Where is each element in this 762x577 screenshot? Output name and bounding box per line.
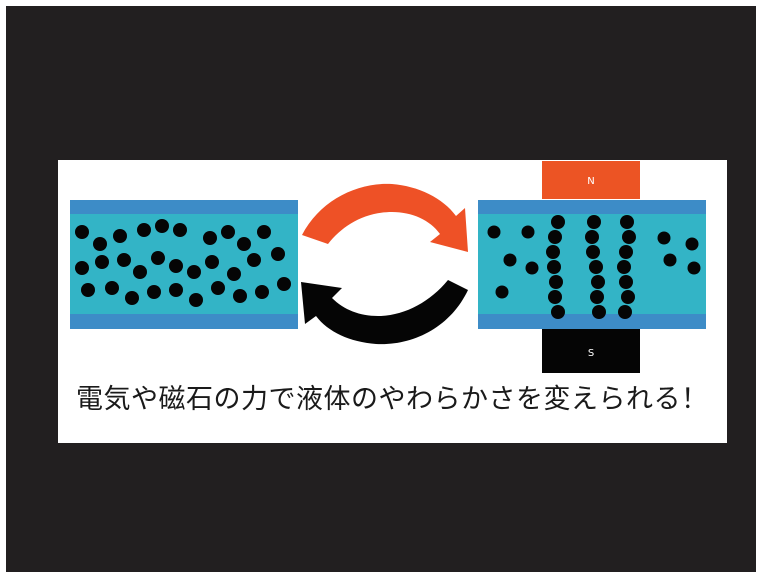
particle	[503, 253, 517, 267]
south-pole-label: S	[588, 348, 594, 359]
particle	[257, 225, 271, 239]
particle	[137, 223, 151, 237]
particle	[125, 291, 139, 305]
particle-chain-1	[546, 215, 565, 319]
particle	[657, 231, 671, 245]
particle	[687, 261, 701, 275]
chain-particle	[547, 260, 561, 274]
particle	[169, 259, 183, 273]
caption: 電気や磁石の力で液体のやわらかさを変えられる！	[76, 384, 709, 415]
particle	[173, 223, 187, 237]
particle	[211, 281, 225, 295]
bottom-plate	[478, 314, 706, 329]
random-state-cell	[70, 200, 298, 329]
return-arrow	[301, 280, 468, 345]
south-magnet	[542, 329, 640, 373]
particle	[525, 261, 539, 275]
chain-particle	[546, 245, 560, 259]
top-plate	[478, 200, 706, 214]
chain-particle	[619, 245, 633, 259]
diagram-panel: N S 電気や磁石の力で液体のやわらかさを変えられる！	[58, 160, 727, 443]
particle	[189, 293, 203, 307]
chain-particle	[618, 305, 632, 319]
particle	[117, 253, 131, 267]
particle	[237, 237, 251, 251]
chain-particle	[549, 275, 563, 289]
chain-particle	[592, 305, 606, 319]
mr-fluid-diagram: N S	[70, 161, 706, 373]
dark-background: N S 電気や磁石の力で液体のやわらかさを変えられる！	[6, 6, 756, 572]
loose-particles	[487, 225, 701, 299]
particle	[521, 225, 535, 239]
chain-particle	[621, 290, 635, 304]
particle-chain-3	[617, 215, 636, 319]
particle	[247, 253, 261, 267]
particle	[221, 225, 235, 239]
chain-particle	[617, 260, 631, 274]
chain-particle	[586, 245, 600, 259]
particle	[233, 289, 247, 303]
chain-particle	[590, 290, 604, 304]
chain-particle	[587, 215, 601, 229]
particle	[495, 285, 509, 299]
chain-particle	[622, 230, 636, 244]
top-plate	[70, 200, 298, 214]
chain-particle	[619, 275, 633, 289]
particle	[271, 247, 285, 261]
chain-particle	[591, 275, 605, 289]
chain-particle	[548, 230, 562, 244]
particle	[93, 237, 107, 251]
north-magnet	[542, 161, 640, 199]
particle-chain-2	[585, 215, 606, 319]
particle	[75, 225, 89, 239]
particle	[75, 261, 89, 275]
particle	[155, 219, 169, 233]
particle	[277, 277, 291, 291]
particle	[151, 251, 165, 265]
aligned-state-cell: N S	[478, 161, 706, 373]
particle	[105, 281, 119, 295]
chain-particle	[551, 215, 565, 229]
particle	[187, 265, 201, 279]
particle	[95, 255, 109, 269]
chain-particle	[589, 260, 603, 274]
chain-particle	[551, 305, 565, 319]
particle	[205, 255, 219, 269]
particle	[255, 285, 269, 299]
forward-arrow	[302, 183, 468, 252]
north-pole-label: N	[587, 176, 594, 187]
dispersed-particles	[75, 219, 291, 307]
particle	[487, 225, 501, 239]
bottom-plate	[70, 314, 298, 329]
particle	[227, 267, 241, 281]
particle	[147, 285, 161, 299]
chain-particle	[585, 230, 599, 244]
particle-chains	[546, 215, 636, 319]
chain-particle	[620, 215, 634, 229]
chain-particle	[548, 290, 562, 304]
particle	[133, 265, 147, 279]
particle	[663, 253, 677, 267]
particle	[685, 237, 699, 251]
particle	[113, 229, 127, 243]
particle	[203, 231, 217, 245]
particle	[169, 283, 183, 297]
particle	[81, 283, 95, 297]
